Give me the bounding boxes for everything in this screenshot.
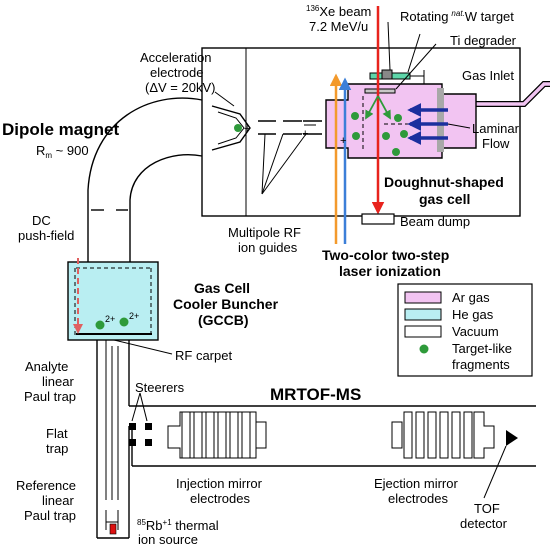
accel-label-3: (ΔV = 20kV) [145, 80, 215, 95]
laser-label-1: Two-color two-step [322, 247, 449, 263]
ti-degrader [364, 88, 396, 94]
accel-label-2: electrode [150, 65, 203, 80]
steerers-label: Steerers [135, 380, 185, 395]
doughnut-label-2: gas cell [419, 191, 470, 207]
gccb-label-1: Gas Cell [194, 280, 250, 296]
analyte-label-1: Analyte [25, 359, 68, 374]
tof-label-1: TOF [474, 501, 500, 516]
ti-degrader-label: Ti degrader [450, 33, 517, 48]
svg-text:+: + [302, 128, 308, 140]
gccb-cell [67, 258, 159, 341]
legend-swatch-he [404, 308, 442, 321]
doughnut-gas-cell [325, 83, 477, 159]
mrtof-label: MRTOF-MS [270, 385, 361, 404]
legend-he-label: He gas [452, 307, 494, 322]
vacuum-chamber [201, 47, 521, 217]
dc-label-1: DC [32, 213, 51, 228]
rm-label: Rm ~ 900 [36, 143, 89, 160]
charge-label-a: 2+ [105, 314, 115, 324]
ejection-mirror-electrodes [391, 411, 495, 459]
legend-swatch-ar [404, 291, 442, 304]
analyte-label-2: linear [42, 374, 74, 389]
injection-mirror-electrodes [167, 411, 267, 459]
reference-label-3: Paul trap [24, 508, 76, 523]
beam-dump-label: Beam dump [400, 214, 470, 229]
laminar-label-2: Flow [482, 136, 510, 151]
laser-label-2: laser ionization [339, 263, 441, 279]
trap-column [96, 340, 130, 539]
analyte-label-3: Paul trap [24, 389, 76, 404]
multipole-label-2: ion guides [238, 240, 298, 255]
ion-source-label: ion source [138, 532, 198, 547]
laminar-flow-arrows [407, 103, 448, 145]
svg-text:+: + [244, 123, 250, 135]
rb-source-label: 85Rb+1 thermal [137, 518, 219, 533]
dipole-magnet-label: Dipole magnet [2, 120, 119, 139]
legend: Ar gas He gas Vacuum Target-like fragmen… [397, 283, 533, 377]
ejection-label-2: electrodes [388, 491, 448, 506]
injection-label-1: Injection mirror [176, 476, 263, 491]
xe-beam-label: 136Xe beam [306, 4, 371, 19]
dc-label-2: push-field [18, 228, 74, 243]
legend-swatch-vacuum [404, 325, 442, 338]
rf-carpet-label: RF carpet [175, 348, 232, 363]
tof-label-2: detector [460, 516, 508, 531]
flat-label-1: Flat [46, 426, 68, 441]
svg-text:+: + [340, 135, 346, 147]
laminar-label-1: Laminar [472, 121, 520, 136]
legend-vacuum-label: Vacuum [452, 324, 499, 339]
flat-label-2: trap [46, 441, 68, 456]
accel-label-1: Acceleration [140, 50, 212, 65]
legend-fragment-label: Target-like [452, 341, 512, 356]
gas-cell-fragments [351, 112, 408, 156]
rotating-target [369, 69, 425, 84]
multipole-rf-ion-guides: + [258, 120, 322, 140]
legend-fragment-label-2: fragments [452, 357, 510, 372]
xe-energy-label: 7.2 MeV/u [309, 19, 368, 34]
gas-inlet-label: Gas Inlet [462, 68, 514, 83]
legend-ar-label: Ar gas [452, 290, 490, 305]
acceleration-electrode: + [211, 105, 251, 151]
tof-detector [506, 430, 518, 446]
reference-label-2: linear [42, 493, 74, 508]
injection-label-2: electrodes [190, 491, 250, 506]
gccb-label-2: Cooler Buncher [173, 296, 279, 312]
gas-inlet-pipe [476, 81, 550, 107]
doughnut-label-1: Doughnut-shaped [384, 174, 504, 190]
charge-label-b: 2+ [129, 311, 139, 321]
multipole-label-1: Multipole RF [228, 225, 301, 240]
steerers [129, 423, 152, 446]
fragment-trajectories [365, 95, 391, 120]
reference-label-1: Reference [16, 478, 76, 493]
dipole-magnet [87, 97, 203, 262]
legend-swatch-fragment [419, 344, 429, 354]
rb-ion-source [109, 523, 117, 535]
beam-dump [361, 213, 395, 225]
ejection-label-1: Ejection mirror [374, 476, 458, 491]
gccb-label-3: (GCCB) [198, 312, 249, 328]
